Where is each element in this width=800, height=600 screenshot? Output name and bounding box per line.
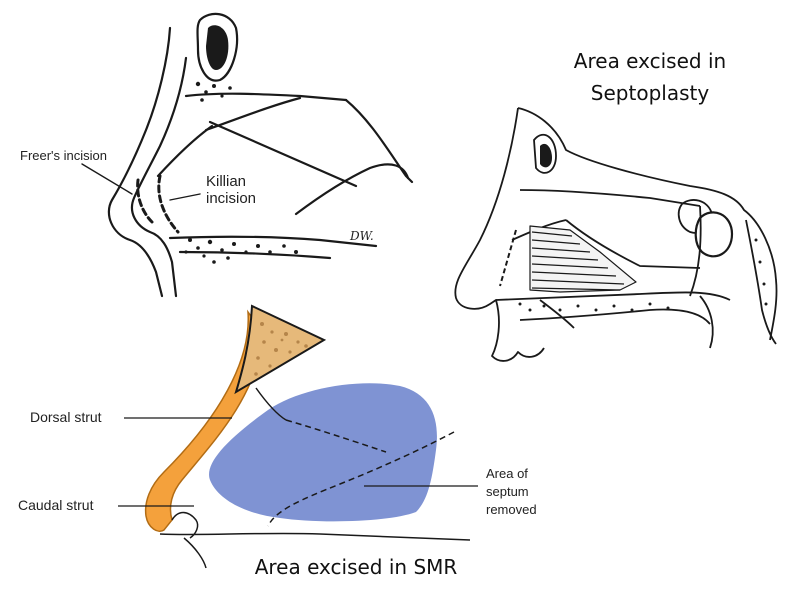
tissue-dots xyxy=(518,238,768,312)
area-removed-label-line3: removed xyxy=(486,502,537,517)
septal-bone-line xyxy=(204,96,358,188)
l-strut xyxy=(144,309,265,532)
septoplasty-title-line2: Septoplasty xyxy=(591,81,710,105)
dorsal-line-solid xyxy=(255,387,287,421)
nose-outer-profile xyxy=(454,107,545,362)
bone-texture xyxy=(184,81,298,264)
septum-upper-line xyxy=(519,189,701,207)
lower-floor-curve xyxy=(183,537,207,569)
ethmoid-outline xyxy=(344,98,414,184)
incision-sketch xyxy=(81,12,414,298)
palate-upper-outline xyxy=(539,299,575,329)
floor-line xyxy=(168,235,378,248)
posterior-septum xyxy=(689,205,702,297)
bone-stipple xyxy=(254,322,308,376)
excised-area-hatching xyxy=(529,225,637,293)
nasal-dorsum-outer xyxy=(107,26,172,298)
septal-diagonal xyxy=(156,124,214,178)
pharynx-wall xyxy=(745,219,777,345)
smr-title: Area excised in SMR xyxy=(255,555,458,579)
septum-removed-area xyxy=(209,383,437,522)
nasal-dorsum-inner xyxy=(130,56,188,298)
septoplasty-section xyxy=(454,107,778,362)
dorsal-line-dashed xyxy=(285,419,387,453)
killian-label-line2: incision xyxy=(206,190,256,207)
artist-signature: DW. xyxy=(349,229,374,243)
anterior-curve xyxy=(171,511,199,539)
caudal-strut-label: Caudal strut xyxy=(18,497,94,513)
palate-lower xyxy=(519,308,711,325)
nasal-bone-triangle xyxy=(234,304,327,395)
sinus-left-fill xyxy=(540,143,552,168)
sphenoid-sinus-2 xyxy=(694,211,734,258)
uvula xyxy=(699,295,714,349)
frontal-sinus-shading xyxy=(206,25,229,70)
killian-incision-line xyxy=(157,174,180,234)
freers-leader xyxy=(81,163,133,195)
dorsal-strut-label: Dorsal strut xyxy=(30,409,102,425)
palate-line xyxy=(178,250,332,260)
nasal-floor xyxy=(495,291,731,301)
area-removed-label-line2: septum xyxy=(486,484,529,499)
smr-diagram xyxy=(118,304,478,569)
smr-lines xyxy=(118,387,478,569)
upper-cranium xyxy=(517,107,778,341)
freers-incision-line xyxy=(136,178,154,224)
killian-label-line1: Killian xyxy=(206,173,246,190)
vomer-line xyxy=(294,163,410,216)
floor-curve xyxy=(159,532,471,541)
septal-upper-border xyxy=(184,92,348,102)
killian-leader xyxy=(169,193,201,201)
caudal-line-dashed xyxy=(267,431,455,527)
freers-incision-label: Freer's incision xyxy=(20,148,107,163)
cartilage-border xyxy=(565,219,701,269)
septoplasty-title-line1: Area excised in xyxy=(574,49,726,73)
freer-incision-dash xyxy=(499,229,517,287)
area-removed-label-line1: Area of xyxy=(486,466,528,481)
